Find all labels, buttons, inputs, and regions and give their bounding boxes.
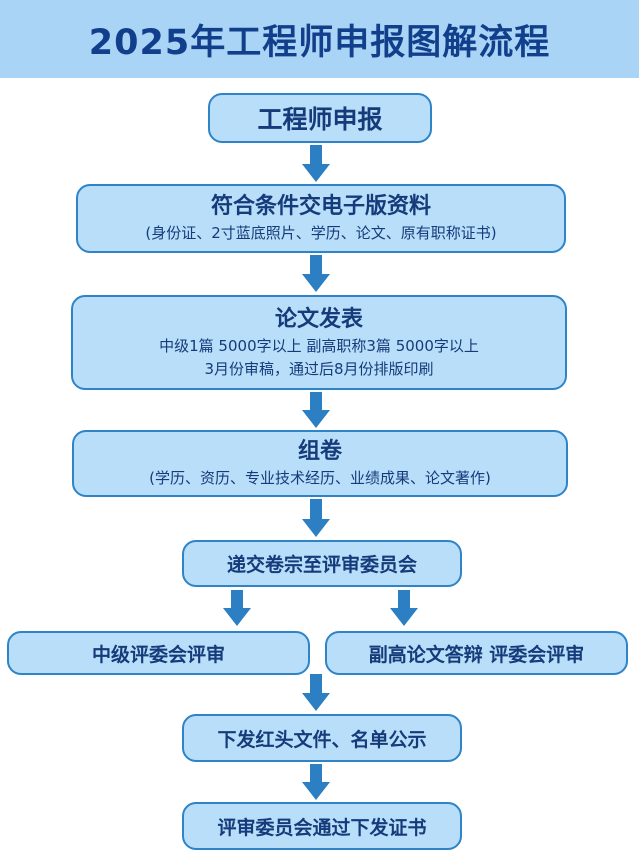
step-senior-defense-review: 副高论文答辩 评委会评审 [325, 631, 628, 675]
step-publish-list: 下发红头文件、名单公示 [182, 714, 462, 762]
arrow-down-icon [390, 590, 418, 626]
step-compile-dossier: 组卷 (学历、资历、专业技术经历、业绩成果、论文著作) [72, 430, 568, 497]
page-title: 2025年工程师申报图解流程 [88, 22, 551, 63]
arrow-down-icon [223, 590, 251, 626]
step-publish-list-label: 下发红头文件、名单公示 [217, 728, 427, 751]
step-compile-dossier-detail: (学历、资历、专业技术经历、业绩成果、论文著作) [149, 469, 491, 487]
step-paper-publish: 论文发表 中级1篇 5000字以上 副高职称3篇 5000字以上 3月份审稿，通… [71, 295, 567, 390]
step-issue-certificate: 评审委员会通过下发证书 [182, 802, 462, 850]
step-submit-materials-label: 符合条件交电子版资料 [210, 194, 431, 219]
step-submit-to-committee-label: 递交卷宗至评审委员会 [226, 554, 417, 576]
step-compile-dossier-label: 组卷 [297, 439, 342, 464]
step-paper-publish-requirement: 中级1篇 5000字以上 副高职称3篇 5000字以上 [159, 336, 479, 355]
step-senior-defense-review-label: 副高论文答辩 评委会评审 [368, 643, 585, 666]
arrow-down-icon [302, 764, 330, 800]
step-paper-publish-schedule: 3月份审稿，通过后8月份排版印刷 [204, 359, 434, 378]
step-paper-publish-label: 论文发表 [274, 306, 363, 332]
arrow-down-icon [302, 499, 330, 537]
step-submit-to-committee: 递交卷宗至评审委员会 [182, 540, 462, 587]
arrow-down-icon [302, 255, 330, 292]
step-apply-label: 工程师申报 [257, 105, 383, 134]
step-issue-certificate-label: 评审委员会通过下发证书 [217, 816, 427, 839]
arrow-down-icon [302, 145, 330, 182]
header-banner: 2025年工程师申报图解流程 [0, 0, 639, 78]
step-intermediate-review: 中级评委会评审 [7, 631, 310, 675]
arrow-down-icon [302, 392, 330, 428]
step-apply: 工程师申报 [208, 93, 432, 143]
step-submit-materials-detail: (身份证、2寸蓝底照片、学历、论文、原有职称证书) [145, 224, 497, 242]
step-submit-materials: 符合条件交电子版资料 (身份证、2寸蓝底照片、学历、论文、原有职称证书) [76, 184, 566, 253]
arrow-down-icon [302, 674, 330, 711]
step-intermediate-review-label: 中级评委会评审 [91, 643, 225, 666]
